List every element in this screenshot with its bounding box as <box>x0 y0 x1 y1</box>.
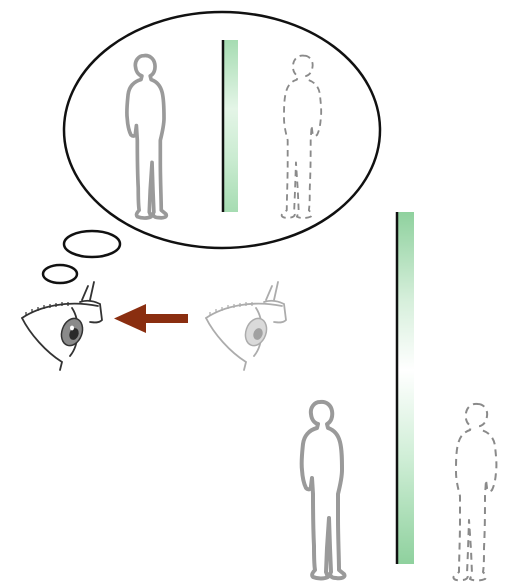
thought-bubble-dot-large <box>62 229 122 259</box>
mirror-in-thought <box>221 40 238 212</box>
mirror <box>395 212 414 564</box>
mirror-glass <box>398 212 414 564</box>
thought-bubble <box>41 10 382 285</box>
mirror-glass <box>224 40 238 212</box>
eye-icon <box>205 281 287 371</box>
dashed-person-icon <box>452 402 498 582</box>
arrow-left-icon <box>114 304 188 333</box>
eye-icon <box>21 281 103 371</box>
person-icon <box>302 402 345 579</box>
thought-bubble-dot-small <box>41 263 79 285</box>
